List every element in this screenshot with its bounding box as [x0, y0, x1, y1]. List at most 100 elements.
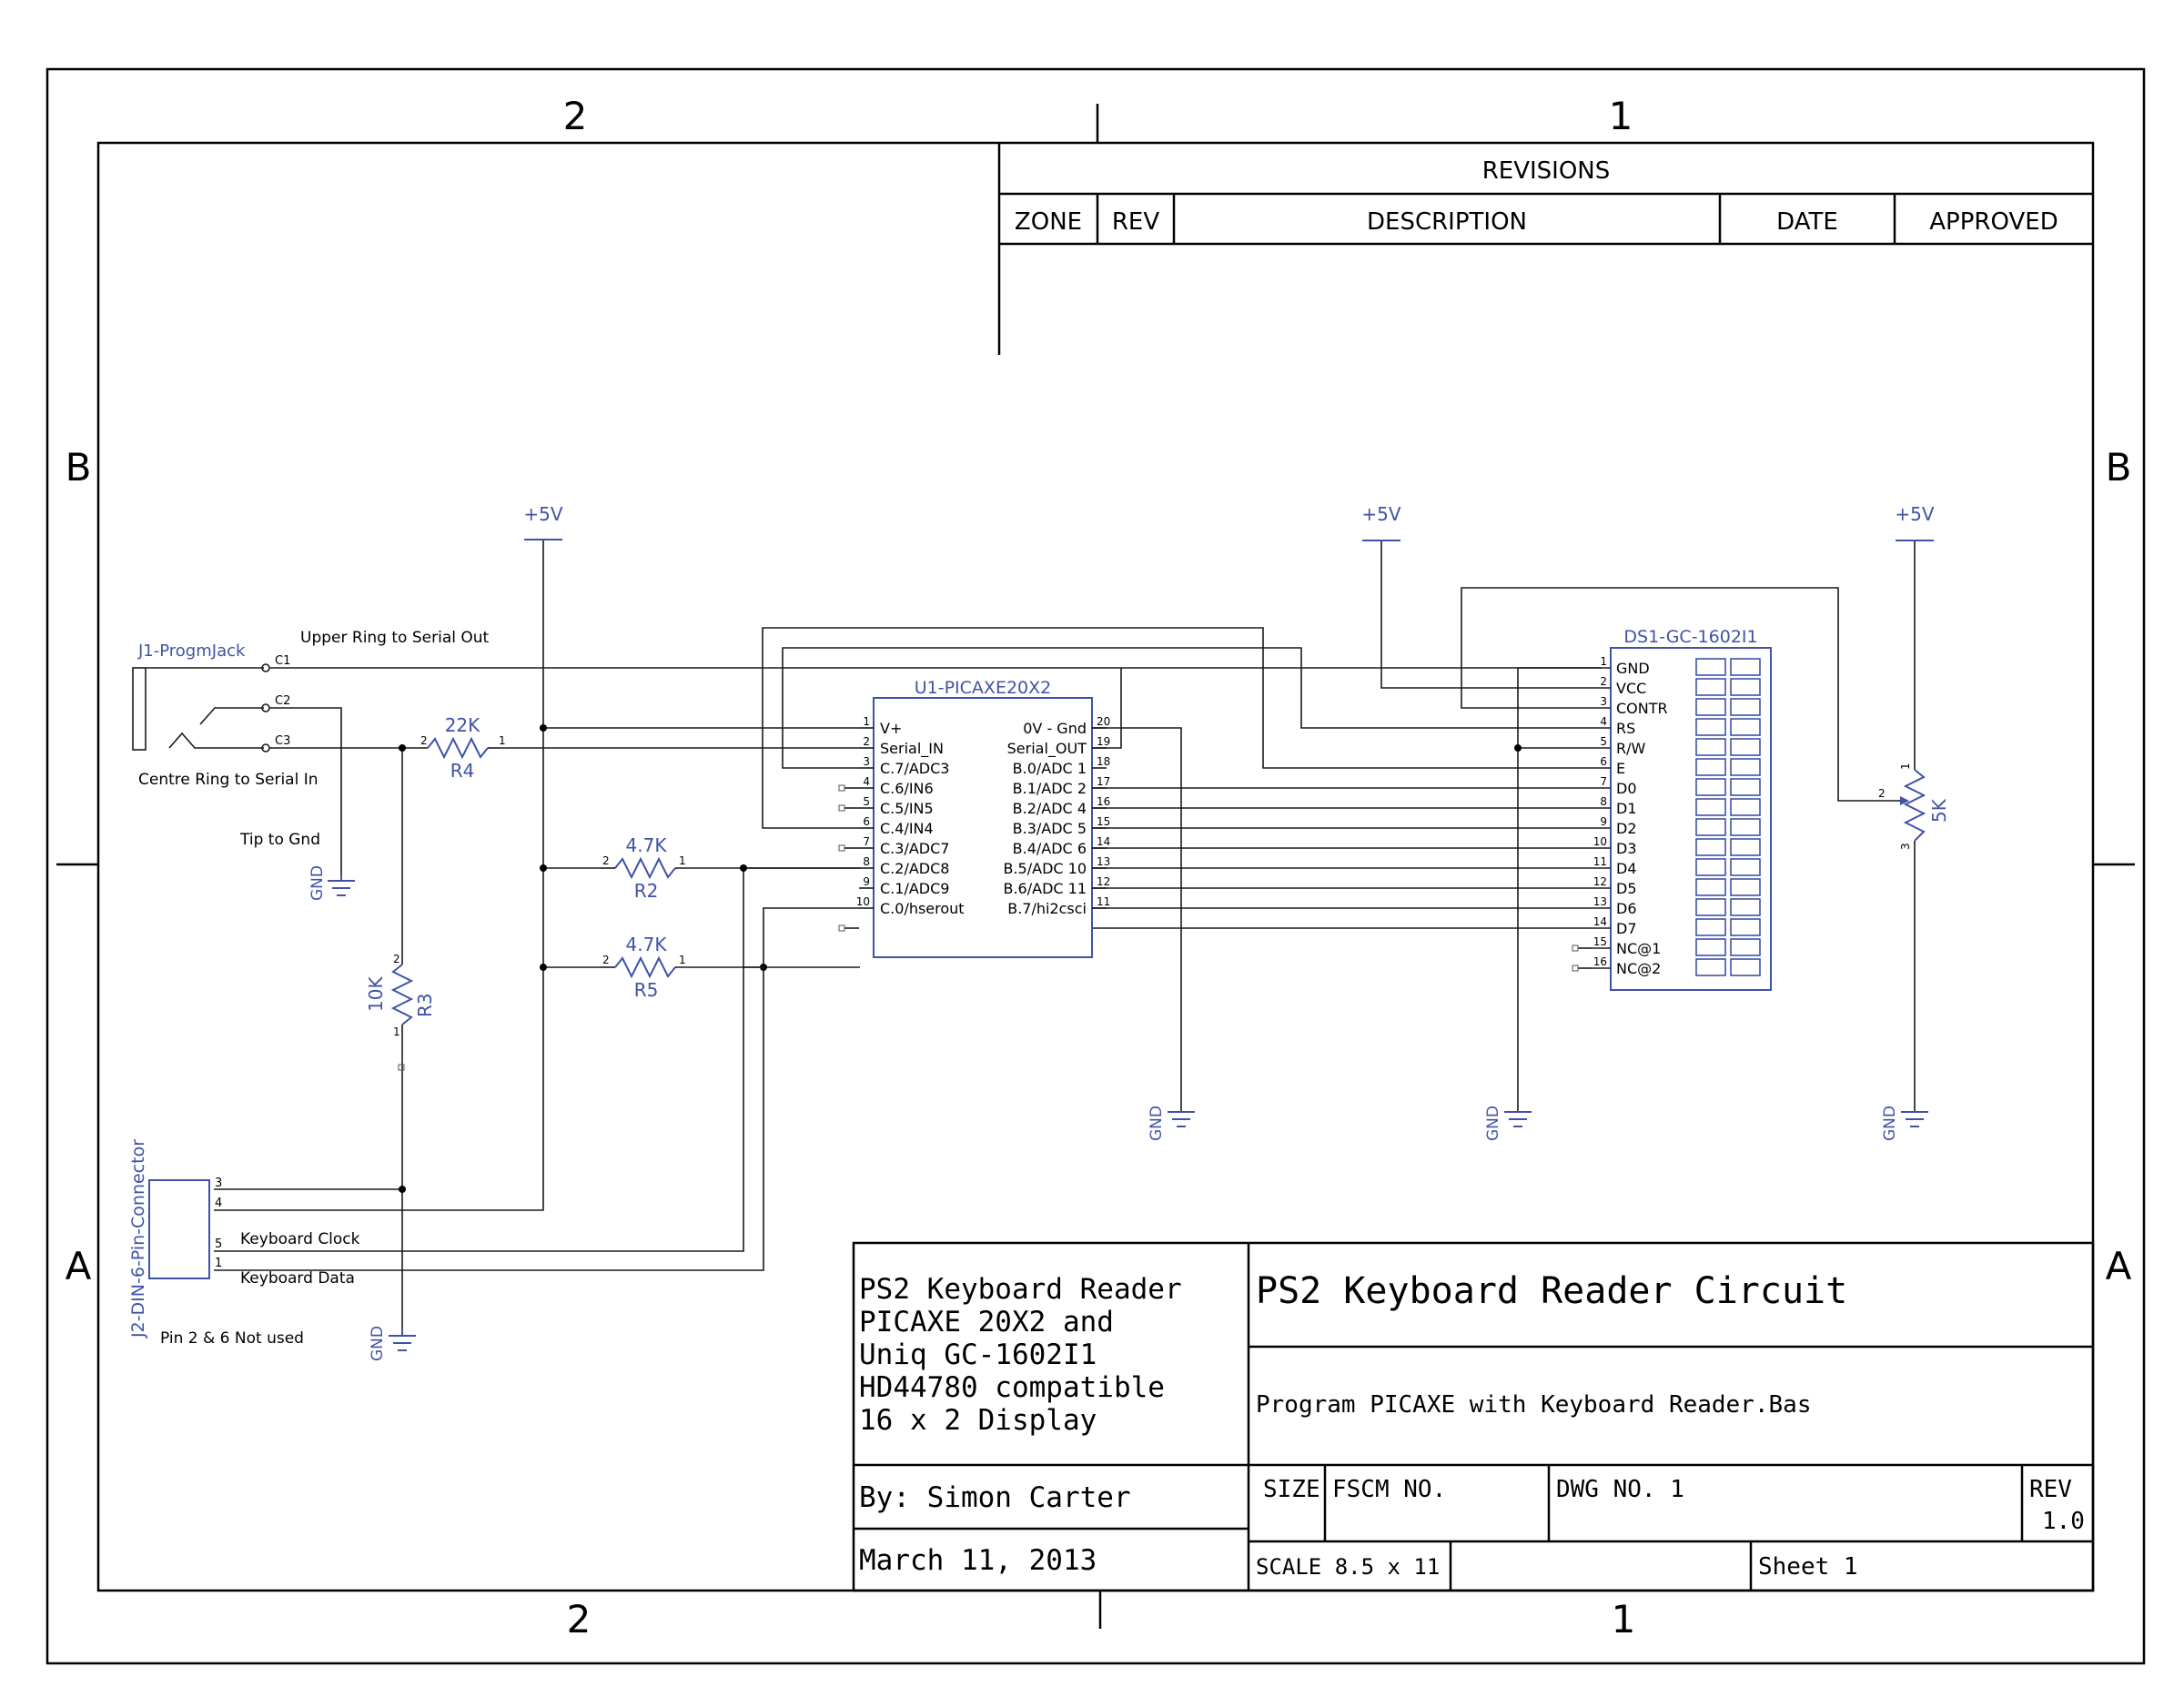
ds1-pin-1-label: GND [1616, 660, 1650, 677]
ds1-pin-6-number: 6 [1600, 755, 1607, 768]
lcd-cell [1730, 818, 1761, 836]
r2-value: 4.7K [626, 834, 668, 856]
j1-name: J1-ProgmJack [137, 641, 246, 661]
ds1-pin-1-number: 1 [1600, 655, 1607, 668]
r4-value: 22K [445, 714, 480, 736]
u1-pin-18-label: B.0/ADC 1 [1013, 760, 1087, 777]
lcd-cell [1730, 658, 1761, 676]
u1-pin-16-label: B.2/ADC 4 [1013, 800, 1087, 817]
junctions [399, 724, 1522, 1193]
u1-pin-5-label: C.5/IN5 [880, 800, 934, 817]
ground-j1-label: GND [308, 865, 327, 901]
zone-right-B: B [2106, 445, 2132, 490]
ground-r3 [389, 1328, 416, 1351]
lcd-cell [1730, 678, 1761, 696]
pot-pin-3: 3 [1899, 843, 1912, 850]
u1-pin-20-number: 20 [1097, 715, 1110, 728]
lcd-cell [1695, 878, 1726, 896]
u1-pin-9-number: 9 [863, 875, 870, 888]
j2-note-unused: Pin 2 & 6 Not used [160, 1329, 304, 1348]
u1-pin-16-number: 16 [1097, 795, 1110, 808]
u1-pin-19-number: 19 [1097, 735, 1110, 748]
ds1-pin-12-number: 12 [1593, 875, 1607, 888]
u1-pin-15-number: 15 [1097, 815, 1110, 828]
u1-nc-marker [838, 804, 845, 812]
tb-desc-line-2: PICAXE 20X2 and [859, 1306, 1114, 1338]
lcd-cell [1695, 958, 1726, 976]
power-5v-pot-label: +5V [1895, 503, 1934, 525]
u1-pin-12-number: 12 [1097, 875, 1110, 888]
tb-desc-line-4: HD44780 compatible [859, 1371, 1165, 1404]
ds1-pin-3-number: 3 [1600, 695, 1607, 708]
lcd-cell [1730, 958, 1761, 976]
j1-pin-c1: C1 [275, 654, 290, 668]
lcd-cell [1730, 798, 1761, 816]
ds1-pin-3-label: CONTR [1616, 700, 1668, 717]
u1-pin-4-label: C.6/IN6 [880, 780, 934, 797]
lcd-cell [1695, 698, 1726, 716]
u1-pin-15-label: B.3/ADC 5 [1013, 820, 1087, 837]
tb-dwg-label: DWG NO. 1 [1556, 1476, 1684, 1503]
j2-pin-1: 1 [215, 1257, 222, 1270]
ds1-pin-16-label: NC@2 [1616, 960, 1661, 977]
power-5v-u1: +5V [523, 503, 563, 540]
zone-bottom-1: 1 [1612, 1597, 1636, 1642]
u1-nc-marker [838, 924, 845, 932]
tb-title: PS2 Keyboard Reader Circuit [1256, 1270, 1847, 1312]
j1-jack [132, 663, 270, 753]
lcd-cell [1695, 678, 1726, 696]
tb-rev-value: 1.0 [2042, 1508, 2085, 1535]
lcd-cell [1695, 838, 1726, 856]
j2-note-data: Keyboard Data [240, 1269, 355, 1288]
ds1-pin-12-label: D5 [1616, 880, 1637, 897]
tb-fscm-label: FSCM NO. [1332, 1476, 1446, 1503]
zone-left-B: B [66, 445, 92, 490]
ds1-pin-10-label: D3 [1616, 840, 1637, 857]
u1-pin-20-label: 0V - Gnd [1023, 720, 1087, 737]
ground-j1 [328, 875, 355, 896]
lcd-cell [1730, 878, 1761, 896]
u1-pin-4-number: 4 [863, 775, 870, 788]
r3-resistor: 10K R3 2 1 [365, 953, 436, 1071]
power-5v-ds1: +5V [1361, 503, 1401, 541]
zone-top-1: 1 [1609, 94, 1633, 138]
ds1-pin-13-label: D6 [1616, 900, 1637, 917]
r2-resistor: 4.7K R2 2 1 [601, 834, 686, 902]
u1-pin-6-label: C.4/IN4 [880, 820, 934, 837]
u1-pin-1-number: 1 [863, 715, 870, 728]
u1-pin-9-label: C.1/ADC9 [880, 880, 949, 897]
j2-din-connector: J2-DIN-6-Pin-Connector 3 4 5 1 Keyboard … [128, 1139, 360, 1348]
ground-u1-label: GND [1148, 1106, 1166, 1141]
u1-pin-19-label: Serial_OUT [1007, 740, 1087, 758]
lcd-cell [1695, 858, 1726, 876]
zone-top-2: 2 [563, 94, 588, 138]
ds1-nc-marker [1572, 945, 1579, 952]
zone-right-A: A [2106, 1244, 2132, 1288]
ground-pot [1901, 1111, 1928, 1127]
lcd-cell [1695, 798, 1726, 816]
tb-sheet: Sheet 1 [1758, 1553, 1858, 1581]
j2-pin-4: 4 [215, 1197, 222, 1210]
lcd-cell [1695, 738, 1726, 756]
tb-desc-line-3: Uniq GC-1602I1 [859, 1338, 1097, 1371]
r3-ref: R3 [414, 993, 436, 1017]
ds1-pin-15-number: 15 [1593, 935, 1607, 948]
u1-pin-1-label: V+ [880, 720, 902, 737]
lcd-cell [1695, 918, 1726, 936]
r4-resistor: 22K R4 2 1 [410, 714, 506, 782]
ds1-pin-4-number: 4 [1600, 715, 1607, 728]
u1-pin-3-number: 3 [863, 755, 870, 768]
ds1-pin-2-label: VCC [1616, 680, 1646, 697]
zone-bottom-2: 2 [567, 1597, 592, 1642]
j1-pin-c2: C2 [275, 694, 290, 708]
u1-pin-11-number: 11 [1097, 895, 1110, 908]
contrast-potentiometer: 5K 1 2 3 [1878, 763, 1950, 850]
tb-desc-line-5: 16 x 2 Display [859, 1404, 1097, 1437]
j2-note-clock: Keyboard Clock [240, 1230, 360, 1248]
u1-pin-8-label: C.2/ADC8 [880, 860, 949, 877]
u1-pin-14-number: 14 [1097, 835, 1110, 848]
u1-pin-18-number: 18 [1097, 755, 1110, 768]
u1-pin-2-label: Serial_IN [880, 740, 944, 758]
